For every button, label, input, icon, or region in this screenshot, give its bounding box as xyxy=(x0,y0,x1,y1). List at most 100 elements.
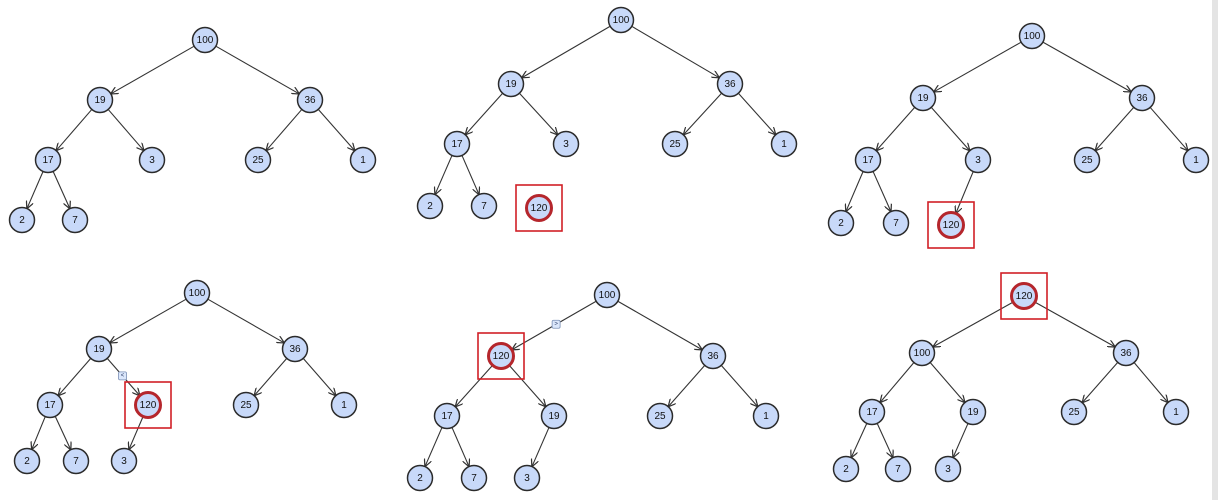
node-label: 25 xyxy=(654,411,666,422)
heap-node: 19 xyxy=(86,86,114,114)
heap-node: 100 xyxy=(183,279,211,307)
inserted-node-circle xyxy=(937,211,965,239)
tree-edge xyxy=(110,298,187,342)
node-circle xyxy=(349,146,377,174)
node-circle xyxy=(513,464,541,492)
node-circle xyxy=(884,455,912,483)
tree-edge xyxy=(129,416,144,449)
tree-edge xyxy=(508,365,545,406)
heap-node: 7 xyxy=(884,455,912,483)
node-label: 3 xyxy=(945,464,951,475)
node-label: 17 xyxy=(866,407,878,418)
compare-marker xyxy=(551,319,561,329)
node-circle xyxy=(959,398,987,426)
node-circle xyxy=(607,6,635,34)
heap-node: 7 xyxy=(882,209,910,237)
node-label: 120 xyxy=(1016,291,1033,302)
node-circle xyxy=(882,209,910,237)
node-circle xyxy=(497,70,525,98)
node-circle xyxy=(8,206,36,234)
heap-node: 17 xyxy=(34,146,62,174)
tree-edge xyxy=(519,92,557,134)
tree-edge xyxy=(1133,362,1168,403)
node-circle xyxy=(1060,398,1088,426)
node-circle xyxy=(1128,84,1156,112)
tree-edge xyxy=(617,300,702,349)
node-label: 7 xyxy=(72,215,78,226)
node-circle xyxy=(964,146,992,174)
heap-node: 3 xyxy=(513,464,541,492)
tree-edge xyxy=(846,171,864,211)
heap-node: 3 xyxy=(110,447,138,475)
node-circle xyxy=(1018,22,1046,50)
node-label: 19 xyxy=(548,411,560,422)
node-label: 2 xyxy=(24,456,30,467)
node-circle xyxy=(470,192,498,220)
node-label: 120 xyxy=(493,351,510,362)
node-label: 120 xyxy=(531,203,548,214)
heap-node: 120 xyxy=(1010,282,1038,310)
node-circle xyxy=(36,391,64,419)
highlight-box xyxy=(1000,272,1048,320)
heap-node: 36 xyxy=(699,342,727,370)
node-label: 7 xyxy=(471,473,477,484)
tree-edge xyxy=(522,25,611,77)
tree-edge xyxy=(317,109,354,150)
tree-edge xyxy=(1149,107,1187,150)
node-label: 36 xyxy=(304,95,316,106)
node-label: 120 xyxy=(943,220,960,231)
tree-edge xyxy=(720,365,757,406)
node-circle xyxy=(934,455,962,483)
node-circle xyxy=(646,402,674,430)
heap-node: 36 xyxy=(716,70,744,98)
tree-edge xyxy=(956,171,974,213)
highlight-box xyxy=(477,332,525,380)
node-label: 7 xyxy=(893,218,899,229)
heap-node: 100 xyxy=(593,281,621,309)
node-label: 17 xyxy=(451,139,463,150)
tree-edge xyxy=(267,109,303,150)
heap-node: 100 xyxy=(1018,22,1046,50)
node-label: 100 xyxy=(189,288,206,299)
heap-node: 3 xyxy=(552,130,580,158)
node-label: 17 xyxy=(862,155,874,166)
node-circle xyxy=(858,398,886,426)
heap-node: 7 xyxy=(61,206,89,234)
tree-edge xyxy=(953,423,969,457)
node-label: 3 xyxy=(149,155,155,166)
inserted-node-circle xyxy=(487,342,515,370)
node-label: 100 xyxy=(599,290,616,301)
heap-node: 2 xyxy=(416,192,444,220)
heap-node: 1 xyxy=(349,146,377,174)
heap-node: 25 xyxy=(661,130,689,158)
tree-edge xyxy=(930,106,969,150)
tree-edge xyxy=(255,358,288,395)
tree-edge xyxy=(54,416,70,449)
node-label: 36 xyxy=(1136,93,1148,104)
node-circle xyxy=(1112,339,1140,367)
node-circle xyxy=(460,464,488,492)
heap-node: 3 xyxy=(934,455,962,483)
node-label: 19 xyxy=(94,95,106,106)
tree-edge xyxy=(59,358,92,395)
compare-marker-label: < xyxy=(121,373,125,379)
tree-edge xyxy=(631,25,719,77)
heap-node: 25 xyxy=(1073,146,1101,174)
tree-edge xyxy=(451,427,469,466)
node-label: 1 xyxy=(341,400,347,411)
heap-node: 2 xyxy=(406,464,434,492)
heap-node: 17 xyxy=(854,146,882,174)
tree-edge xyxy=(456,364,494,406)
node-label: 17 xyxy=(441,411,453,422)
node-label: 36 xyxy=(289,344,301,355)
node-circle xyxy=(138,146,166,174)
node-label: 2 xyxy=(838,218,844,229)
node-circle xyxy=(908,339,936,367)
heap-node: 7 xyxy=(460,464,488,492)
node-circle xyxy=(86,86,114,114)
node-circle xyxy=(770,130,798,158)
tree-edge xyxy=(877,106,916,150)
node-circle xyxy=(552,130,580,158)
